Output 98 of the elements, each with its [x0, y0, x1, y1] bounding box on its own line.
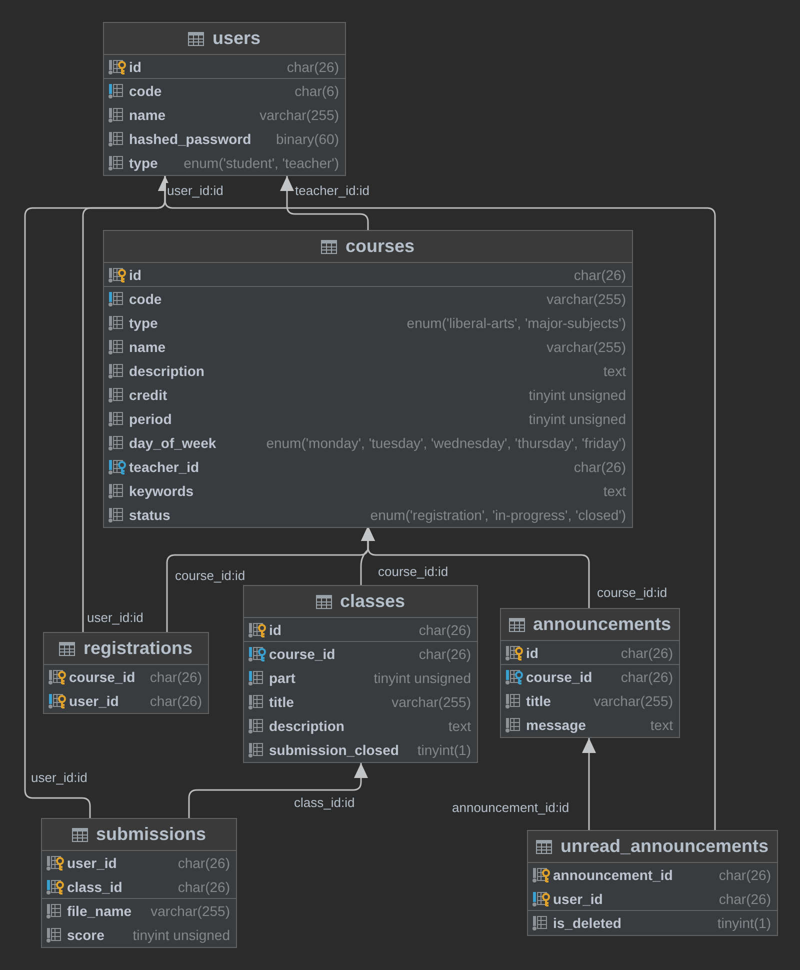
column-type: text [447, 718, 471, 734]
relationship-arrow [361, 526, 590, 608]
column-type: char(26) [418, 646, 471, 662]
column-type: char(26) [148, 693, 202, 709]
column-type: tinyint unsigned [372, 670, 471, 686]
column-name: announcement_id [553, 867, 673, 883]
column-type: varchar(255) [592, 693, 673, 709]
table-name: registrations [83, 638, 193, 659]
column-name: type [129, 155, 158, 171]
column-type: char(26) [148, 669, 202, 685]
column-name: user_id [553, 890, 603, 906]
column-name: title [269, 694, 294, 710]
column-type: tinyint(1) [716, 915, 771, 931]
column-type: char(26) [572, 459, 626, 475]
column-type: text [602, 483, 626, 499]
column-name: period [129, 411, 172, 427]
table-name: announcements [532, 614, 672, 635]
table-box [243, 585, 478, 763]
edge-label: course_id:id [377, 564, 450, 579]
edge-label: class_id:id [293, 795, 356, 810]
column-type: varchar(255) [150, 903, 230, 919]
column-type: char(26) [286, 58, 339, 74]
column-name: id [129, 266, 142, 282]
column-name: user_id [67, 855, 117, 871]
column-name: name [129, 339, 166, 355]
column-name: type [129, 315, 158, 331]
column-name: description [129, 363, 204, 379]
relationship-arrow [280, 176, 369, 230]
column-type: varchar(255) [390, 694, 471, 710]
column-type: binary(60) [274, 131, 339, 147]
column-type: tinyint unsigned [528, 411, 626, 427]
column-name: credit [129, 387, 168, 403]
column-type: char(26) [718, 890, 771, 906]
table-name: courses [345, 236, 415, 257]
column-type: char(26) [176, 855, 230, 871]
column-type: enum('student', 'teacher') [182, 155, 339, 171]
column-name: name [129, 107, 166, 123]
column-name: part [269, 670, 296, 686]
table-box [41, 818, 237, 948]
column-name: id [526, 644, 538, 660]
edge-label: teacher_id:id [294, 183, 370, 198]
column-type: varchar(255) [546, 291, 626, 307]
column-name: user_id [69, 693, 119, 709]
column-name: keywords [129, 483, 194, 499]
edge-label: user_id:id [86, 610, 144, 625]
table-name: submissions [96, 824, 206, 845]
table-box [103, 230, 633, 528]
edge-label: course_id:id [596, 585, 668, 600]
column-type: enum('monday', 'tuesday', 'wednesday', 'thursday', 'friday') [265, 435, 626, 451]
table-box [43, 632, 209, 714]
column-name: class_id [67, 878, 122, 894]
table-name: unread_announcements [560, 836, 769, 857]
table-box [103, 22, 346, 176]
column-name: submission_closed [269, 742, 399, 758]
column-type: char(6) [294, 83, 339, 99]
table-box [500, 608, 680, 738]
column-type: char(26) [176, 878, 230, 894]
column-type: tinyint(1) [416, 742, 471, 758]
column-type: varchar(255) [546, 339, 626, 355]
column-name: is_deleted [553, 915, 622, 931]
column-name: teacher_id [129, 459, 200, 475]
table-box [527, 830, 778, 936]
column-type: char(26) [718, 867, 771, 883]
column-name: code [129, 291, 162, 307]
column-name: score [67, 927, 104, 943]
column-name: code [129, 83, 162, 99]
column-name: description [269, 718, 344, 734]
column-type: text [649, 717, 673, 733]
column-name: hashed_password [129, 131, 252, 147]
column-name: message [526, 717, 586, 733]
edge-label: course_id:id [174, 568, 246, 583]
column-type: enum('registration', 'in-progress', 'closed') [369, 507, 626, 523]
column-type: char(26) [572, 266, 626, 282]
table-name: classes [340, 591, 406, 612]
column-type: tinyint unsigned [528, 387, 626, 403]
column-name: course_id [526, 669, 592, 685]
column-type: char(26) [620, 644, 673, 660]
column-name: status [129, 507, 170, 523]
table-name: users [212, 28, 261, 49]
column-name: id [129, 58, 142, 74]
relationship-arrow [582, 738, 596, 830]
column-type: text [602, 363, 626, 379]
column-type: char(26) [620, 669, 673, 685]
relationship-arrow [158, 176, 716, 830]
column-type: enum('liberal-arts', 'major-subjects') [406, 315, 626, 331]
edge-label: announcement_id:id [451, 800, 570, 815]
column-name: file_name [67, 903, 132, 919]
column-type: varchar(255) [258, 107, 339, 123]
column-type: tinyint unsigned [132, 927, 230, 943]
column-name: title [526, 693, 551, 709]
column-name: course_id [269, 646, 336, 662]
column-name: day_of_week [129, 435, 216, 451]
column-name: id [269, 622, 282, 638]
edge-label: user_id:id [166, 183, 224, 198]
relationship-arrow [188, 763, 368, 818]
column-type: char(26) [418, 622, 471, 638]
edge-label: user_id:id [30, 770, 88, 785]
column-name: course_id [69, 669, 136, 685]
